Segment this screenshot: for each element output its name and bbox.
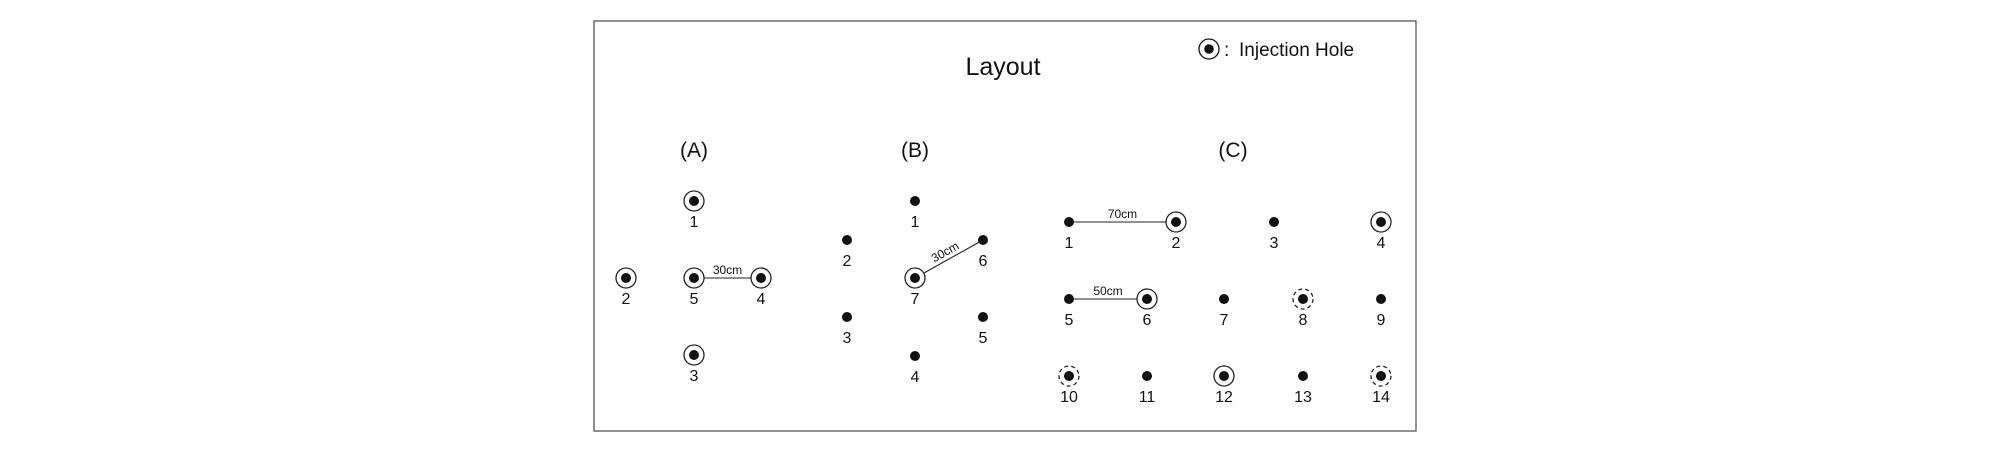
hole-number: 6 xyxy=(979,253,988,270)
legend: : Injection Hole xyxy=(1198,38,1354,61)
hole-dot-icon xyxy=(1269,217,1279,227)
hole-number: 3 xyxy=(1270,235,1279,252)
hole-number: 2 xyxy=(1172,235,1181,252)
distance-label: 30cm xyxy=(713,263,742,277)
hole-dot-icon xyxy=(910,351,920,361)
hole-number: 2 xyxy=(843,253,852,270)
hole-dot-icon xyxy=(842,312,852,322)
hole-dot-icon xyxy=(689,196,699,206)
hole-number: 14 xyxy=(1372,389,1390,406)
legend-ring-icon xyxy=(1198,38,1220,60)
hole-dot-icon xyxy=(1376,217,1386,227)
hole-number: 13 xyxy=(1294,389,1312,406)
hole-number: 9 xyxy=(1377,312,1386,329)
hole-dot-icon xyxy=(910,273,920,283)
hole-dot-icon xyxy=(1064,217,1074,227)
panel-b-label: (B) xyxy=(901,139,929,162)
hole-dot-icon xyxy=(756,273,766,283)
hole-dot-icon xyxy=(1171,217,1181,227)
hole-number: 3 xyxy=(843,330,852,347)
hole-number: 4 xyxy=(911,369,920,386)
hole-dot-icon xyxy=(1142,294,1152,304)
hole-number: 8 xyxy=(1299,312,1308,329)
diagram-frame xyxy=(593,20,1417,432)
hole-dot-icon xyxy=(1376,371,1386,381)
distance-label: 70cm xyxy=(1108,207,1137,221)
panel-a-label: (A) xyxy=(680,139,708,162)
hole-dot-icon xyxy=(1298,371,1308,381)
hole-dot-icon xyxy=(1142,371,1152,381)
hole-number: 6 xyxy=(1143,312,1152,329)
hole-number: 7 xyxy=(1220,312,1229,329)
hole-dot-icon xyxy=(1376,294,1386,304)
legend-colon: : xyxy=(1224,40,1229,61)
hole-number: 7 xyxy=(911,291,920,308)
panel-c-label: (C) xyxy=(1218,139,1247,162)
hole-dot-icon xyxy=(1298,294,1308,304)
hole-dot-icon xyxy=(910,196,920,206)
hole-number: 3 xyxy=(690,368,699,385)
legend-dot-icon xyxy=(1204,44,1214,54)
hole-number: 2 xyxy=(622,291,631,308)
hole-dot-icon xyxy=(689,350,699,360)
hole-number: 4 xyxy=(1377,235,1386,252)
hole-number: 11 xyxy=(1139,389,1156,406)
hole-number: 12 xyxy=(1215,389,1233,406)
hole-number: 10 xyxy=(1060,389,1078,406)
panel-a: (A) 30cm 1 2 3 4 5 xyxy=(615,139,772,385)
distance-line xyxy=(914,239,984,279)
hole-number: 1 xyxy=(1065,235,1074,252)
hole-number: 5 xyxy=(1065,312,1074,329)
hole-number: 1 xyxy=(690,214,699,231)
hole-dot-icon xyxy=(842,235,852,245)
legend-text: Injection Hole xyxy=(1239,40,1354,61)
hole-dot-icon xyxy=(1219,294,1229,304)
hole-number: 5 xyxy=(690,291,699,308)
hole-dot-icon xyxy=(621,273,631,283)
hole-number: 5 xyxy=(979,330,988,347)
hole-dot-icon xyxy=(1064,294,1074,304)
distance-label: 50cm xyxy=(1093,284,1122,298)
diagram-title: Layout xyxy=(965,53,1040,81)
hole-dot-icon xyxy=(1219,371,1229,381)
hole-dot-icon xyxy=(689,273,699,283)
hole-dot-icon xyxy=(978,312,988,322)
hole-dot-icon xyxy=(1064,371,1074,381)
hole-number: 1 xyxy=(911,214,920,231)
hole-number: 4 xyxy=(757,291,766,308)
hole-dot-icon xyxy=(978,235,988,245)
